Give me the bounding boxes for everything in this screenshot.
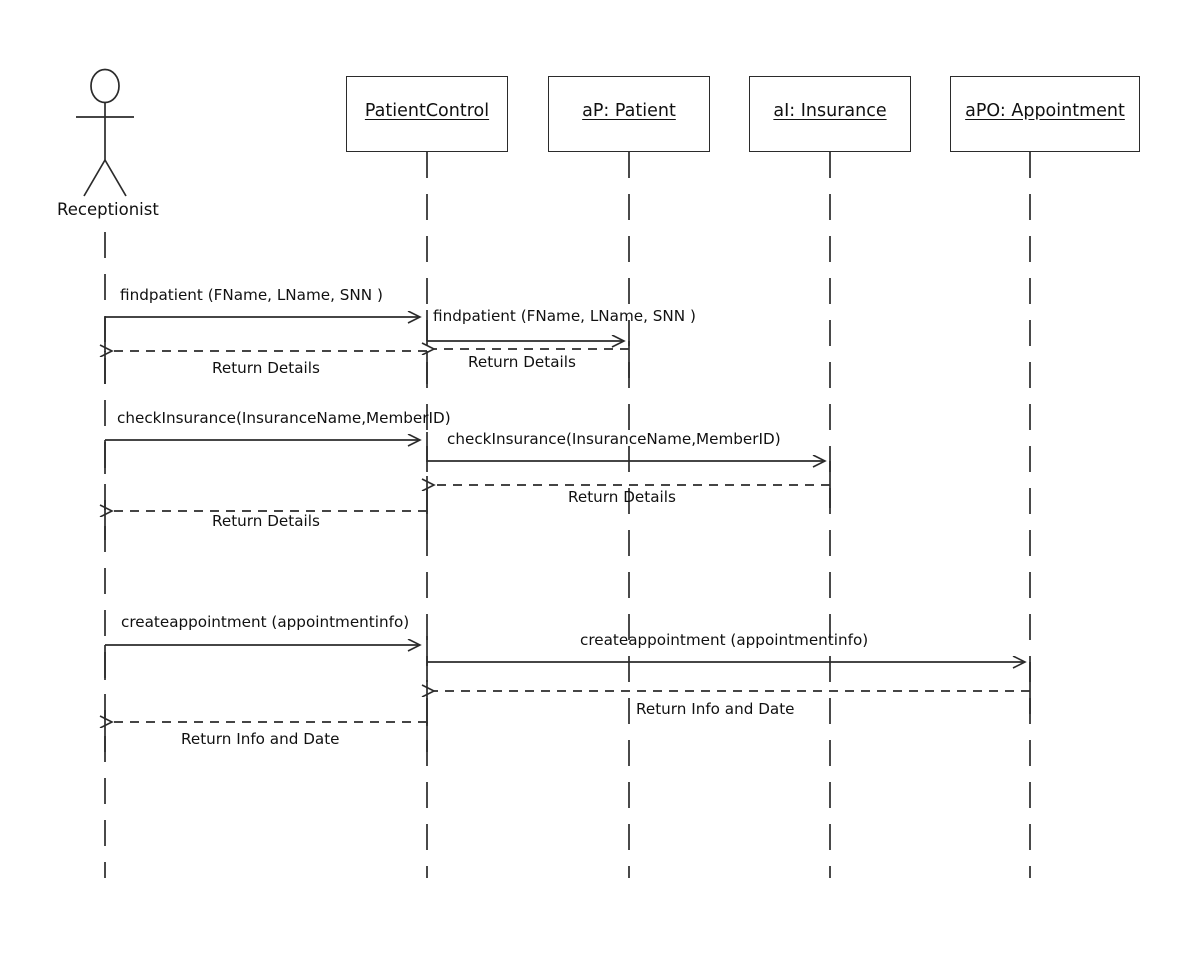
participant-box-patientcontrol[interactable]: PatientControl <box>346 76 508 152</box>
actor-head-icon <box>90 68 120 104</box>
participant-box-patient[interactable]: aP: Patient <box>548 76 710 152</box>
actor-label-receptionist: Receptionist <box>57 200 159 219</box>
message-group-checkinsurance <box>105 432 831 540</box>
message-label-m6: checkInsurance(InsuranceName,MemberID) <box>447 430 781 448</box>
participant-label-patientcontrol: PatientControl <box>364 101 490 121</box>
message-label-m1: findpatient (FName, LName, SNN ) <box>120 286 383 304</box>
message-label-m3: Return Details <box>468 353 576 371</box>
message-label-m12: Return Info and Date <box>181 730 340 748</box>
message-label-m11: Return Info and Date <box>636 700 795 718</box>
message-label-m4: Return Details <box>212 359 320 377</box>
message-label-m8: Return Details <box>212 512 320 530</box>
message-label-m9: createappointment (appointmentinfo) <box>121 613 410 631</box>
participant-label-insurance: aI: Insurance <box>773 101 887 121</box>
participant-box-appointment[interactable]: aPO: Appointment <box>950 76 1140 152</box>
message-label-m10: createappointment (appointmentinfo) <box>580 631 869 649</box>
message-label-m7: Return Details <box>568 488 676 506</box>
participant-label-appointment: aPO: Appointment <box>965 101 1125 121</box>
message-group-findpatient <box>105 310 630 384</box>
actor-left-leg-line <box>83 159 106 197</box>
message-label-m5: checkInsurance(InsuranceName,MemberID) <box>117 409 451 427</box>
participant-label-patient: aP: Patient <box>582 101 676 121</box>
message-label-m2: findpatient (FName, LName, SNN ) <box>433 307 696 325</box>
participant-box-insurance[interactable]: aI: Insurance <box>749 76 911 152</box>
actor-right-leg-line <box>104 159 127 197</box>
actor-receptionist-figure <box>76 68 134 197</box>
message-group-createappointment <box>105 636 1031 752</box>
